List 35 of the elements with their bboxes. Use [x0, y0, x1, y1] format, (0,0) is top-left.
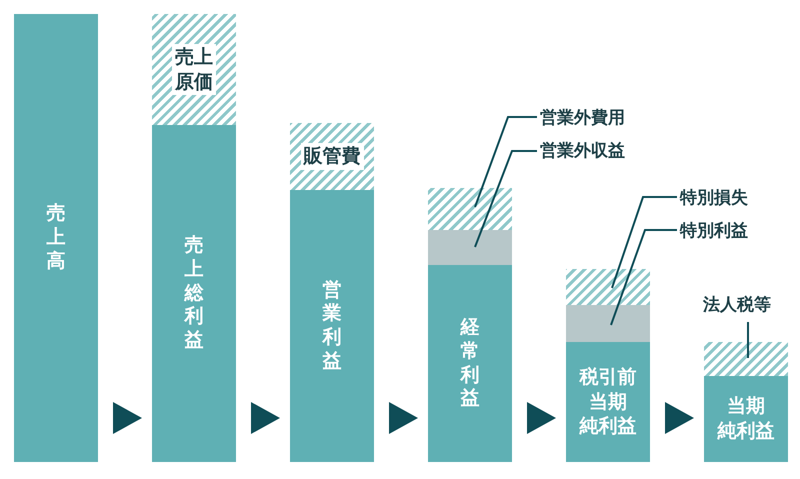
bar-label: 税引前当期純利益: [580, 364, 636, 440]
leader-line: [611, 196, 677, 288]
step-arrow: [665, 402, 694, 434]
leader-label: 特別損失: [680, 187, 748, 209]
bar-label: 販管費: [300, 143, 364, 170]
hatched-bar-segment: [290, 123, 374, 190]
bar: [14, 14, 98, 462]
bar-label: 売上総利益: [184, 234, 204, 353]
bar: [290, 190, 374, 462]
bar-label: 売上高: [46, 202, 66, 274]
hatched-bar-segment: [152, 14, 236, 125]
bar: [152, 125, 236, 462]
hatched-bar-segment: [566, 269, 650, 305]
leader-label: 特別利益: [680, 220, 748, 242]
bar: [566, 342, 650, 462]
bar-segment: [566, 305, 650, 342]
step-arrow: [527, 402, 556, 434]
bar: [704, 376, 788, 462]
bar: [428, 265, 512, 462]
step-arrow: [113, 402, 142, 434]
leader-label: 営業外費用: [540, 107, 625, 129]
bar-segment: [428, 230, 512, 265]
leader-label: 営業外収益: [540, 140, 625, 162]
hatched-bar-segment: [428, 188, 512, 230]
bar-label: 営業利益: [322, 278, 342, 374]
leader-line: [474, 150, 537, 248]
leader-line: [474, 116, 537, 208]
step-arrow: [251, 402, 280, 434]
bar-label: 経常利益: [460, 316, 480, 411]
leader-label: 法人税等: [703, 294, 771, 316]
bar-label: 売上原価: [172, 44, 216, 96]
step-arrow: [389, 402, 418, 434]
leader-line: [747, 322, 749, 358]
bar-label: 当期純利益: [718, 394, 774, 444]
hatched-bar-segment: [704, 342, 788, 376]
